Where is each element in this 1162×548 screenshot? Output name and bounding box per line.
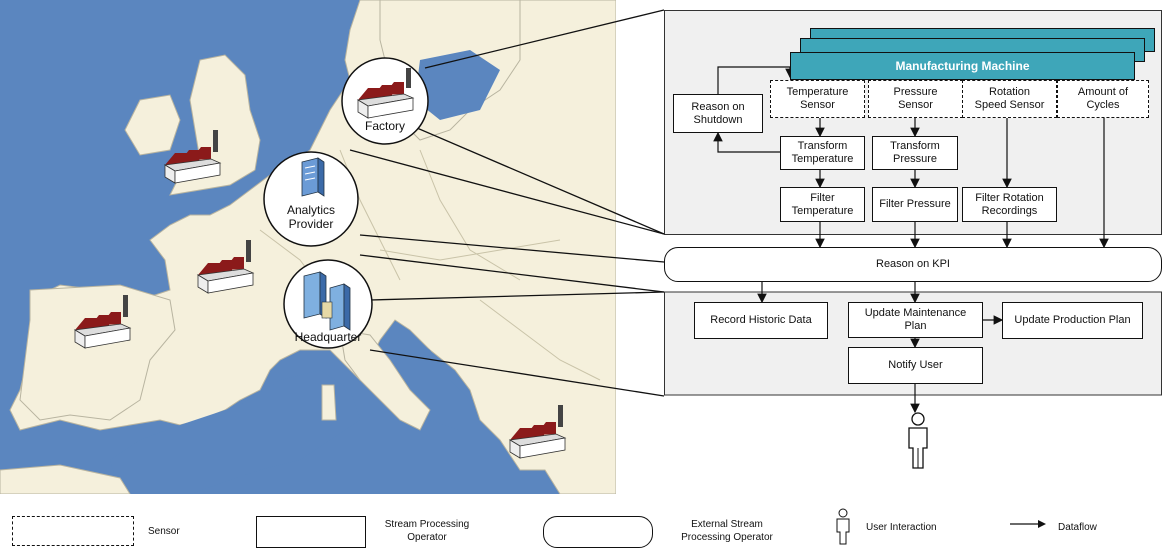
legend-dataflow-label: Dataflow (1058, 522, 1097, 533)
transform-temperature-operator: Transform Temperature (780, 136, 865, 170)
location-analytics-label: Analytics Provider (286, 203, 336, 231)
server-icon (301, 157, 325, 197)
manufacturing-machine: Manufacturing Machine (790, 52, 1135, 80)
analytics-location-circle (263, 151, 359, 247)
headquarter-location-circle (283, 259, 373, 349)
amount-of-cycles-sensor: Amount of Cycles (1057, 80, 1149, 118)
reason-on-shutdown-operator: Reason on Shutdown (673, 94, 763, 133)
factory-icon (163, 130, 222, 184)
legend-user-icon (836, 508, 850, 545)
filter-pressure-operator: Filter Pressure (872, 187, 958, 222)
update-production-plan-operator: Update Production Plan (1002, 302, 1143, 339)
reason-on-kpi-operator: Reason on KPI (664, 247, 1162, 282)
legend-sensor-label: Sensor (148, 526, 180, 537)
notify-user-operator: Notify User (848, 347, 983, 384)
location-factory-label: Factory (364, 119, 405, 133)
factory-location-circle (341, 57, 429, 145)
legend-user-interaction-label: User Interaction (866, 522, 937, 533)
factory-icon (73, 295, 132, 349)
legend-dataflow-arrow (1010, 520, 1046, 528)
filter-rotation-operator: Filter Rotation Recordings (962, 187, 1057, 222)
office-building-icon (303, 271, 351, 331)
legend-sensor-swatch (12, 516, 134, 546)
legend-external-operator-swatch (543, 516, 653, 548)
location-headquarter-label: Headquarter (294, 330, 362, 344)
rotation-speed-sensor: Rotation Speed Sensor (962, 80, 1057, 118)
legend-stream-operator-label: Stream Processing Operator (384, 519, 470, 543)
legend-stream-operator-swatch (256, 516, 366, 548)
transform-pressure-operator: Transform Pressure (872, 136, 958, 170)
user-icon (908, 412, 928, 469)
pressure-sensor: Pressure Sensor (868, 80, 963, 118)
legend-external-operator-label: External Stream Processing Operator (681, 519, 773, 543)
factory-icon (196, 240, 255, 294)
temperature-sensor: Temperature Sensor (770, 80, 865, 118)
factory-icon (508, 405, 567, 459)
record-historic-data-operator: Record Historic Data (694, 302, 828, 339)
update-maintenance-plan-operator: Update Maintenance Plan (848, 302, 983, 338)
europe-map (0, 0, 616, 494)
filter-temperature-operator: Filter Temperature (780, 187, 865, 222)
